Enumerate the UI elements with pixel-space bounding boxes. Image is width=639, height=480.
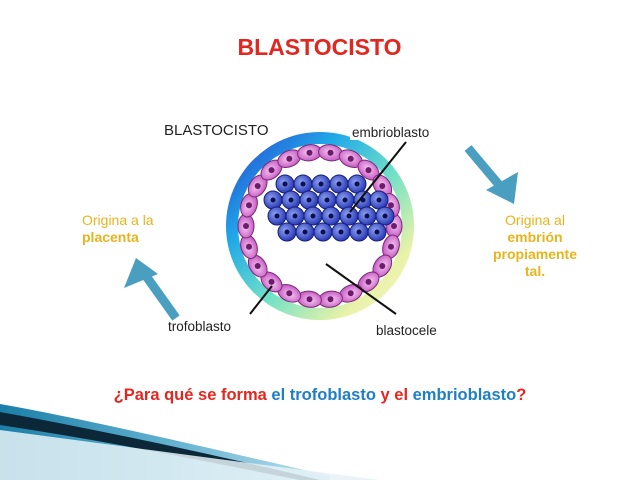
cell-nucleus xyxy=(347,155,354,162)
arrow-up-left-icon xyxy=(124,258,180,321)
cell-nucleus xyxy=(379,183,386,189)
cell-nucleus xyxy=(365,278,372,285)
cell-nucleus xyxy=(318,181,324,187)
question-text: ¿Para qué se forma el trofoblasto y el e… xyxy=(30,386,610,405)
cell-nucleus xyxy=(388,243,394,250)
note-embrion-line3: propiamente xyxy=(492,246,577,262)
cell-nucleus xyxy=(306,149,313,156)
cell-nucleus xyxy=(282,181,288,187)
cell-nucleus xyxy=(286,155,293,162)
arrow-down-right-icon xyxy=(464,145,518,204)
question-part3: trofoblasto xyxy=(289,386,376,404)
cell-nucleus xyxy=(302,229,308,235)
label-embrioblasto: embrioblasto xyxy=(350,125,432,140)
note-embrion-line1: Origina al xyxy=(505,212,565,228)
note-placenta-line2: placenta xyxy=(82,229,139,245)
cell-nucleus xyxy=(364,213,370,219)
cell-nucleus xyxy=(356,229,362,235)
cell-nucleus xyxy=(376,197,382,203)
cell-nucleus xyxy=(365,167,372,174)
blastocyst-diagram: BLASTOCISTO embrioblasto trofoblasto bla… xyxy=(160,114,480,342)
cell-nucleus xyxy=(310,213,316,219)
cell-nucleus xyxy=(327,149,334,156)
cell-nucleus xyxy=(288,197,294,203)
cell-nucleus xyxy=(354,181,360,187)
cell-nucleus xyxy=(246,202,252,209)
cell-nucleus xyxy=(374,229,380,235)
pointer-embrioblasto xyxy=(349,141,407,213)
cell-nucleus xyxy=(388,202,394,209)
slide-title: BLASTOCISTO xyxy=(237,34,402,60)
note-embrion-line2: embrión xyxy=(507,229,563,245)
cell-nucleus xyxy=(284,229,290,235)
cell-nucleus xyxy=(243,223,249,229)
cell-nucleus xyxy=(346,213,352,219)
cell-nucleus xyxy=(324,197,330,203)
cell-nucleus xyxy=(306,296,313,303)
cell-nucleus xyxy=(300,181,306,187)
embrioblasto-cells xyxy=(263,174,395,242)
cell-nucleus xyxy=(342,197,348,203)
cell-nucleus xyxy=(292,213,298,219)
cell-nucleus xyxy=(254,263,261,269)
pointer-trofoblasto xyxy=(249,285,273,315)
cell-nucleus xyxy=(320,229,326,235)
cell-nucleus xyxy=(347,290,354,297)
cell-nucleus xyxy=(246,243,252,250)
question-part5: embrioblasto xyxy=(412,386,517,404)
cell-nucleus xyxy=(382,213,388,219)
label-blastocisto: BLASTOCISTO xyxy=(164,122,269,139)
question-part2: el xyxy=(271,386,290,404)
label-blastocele: blastocele xyxy=(374,323,439,338)
cell-nucleus xyxy=(306,197,312,203)
note-placenta: Origina a la placenta xyxy=(82,212,154,246)
cell-nucleus xyxy=(274,213,280,219)
note-embrion: Origina al embrión propiamente tal. xyxy=(480,212,590,280)
note-embrion-line4: tal. xyxy=(524,263,546,279)
note-placenta-line1: Origina a la xyxy=(82,212,154,228)
cell-nucleus xyxy=(379,263,386,269)
cell-nucleus xyxy=(391,223,397,229)
cell-nucleus xyxy=(338,229,344,235)
cell-nucleus xyxy=(336,181,342,187)
cell-nucleus xyxy=(268,167,275,174)
question-part4: y el xyxy=(375,386,413,404)
pointer-blastocele xyxy=(325,263,397,315)
cell-nucleus xyxy=(254,183,261,189)
trofoblasto-cells xyxy=(237,144,403,308)
cell-nucleus xyxy=(270,197,276,203)
cell-nucleus xyxy=(327,296,334,303)
cell-nucleus xyxy=(268,278,275,285)
cell-nucleus xyxy=(286,290,293,297)
cell-nucleus xyxy=(328,213,334,219)
label-trofoblasto: trofoblasto xyxy=(166,319,234,334)
question-part1: ¿Para qué se forma xyxy=(113,386,272,404)
question-part6: ? xyxy=(516,386,527,404)
blastocyst-illustration xyxy=(226,132,414,320)
